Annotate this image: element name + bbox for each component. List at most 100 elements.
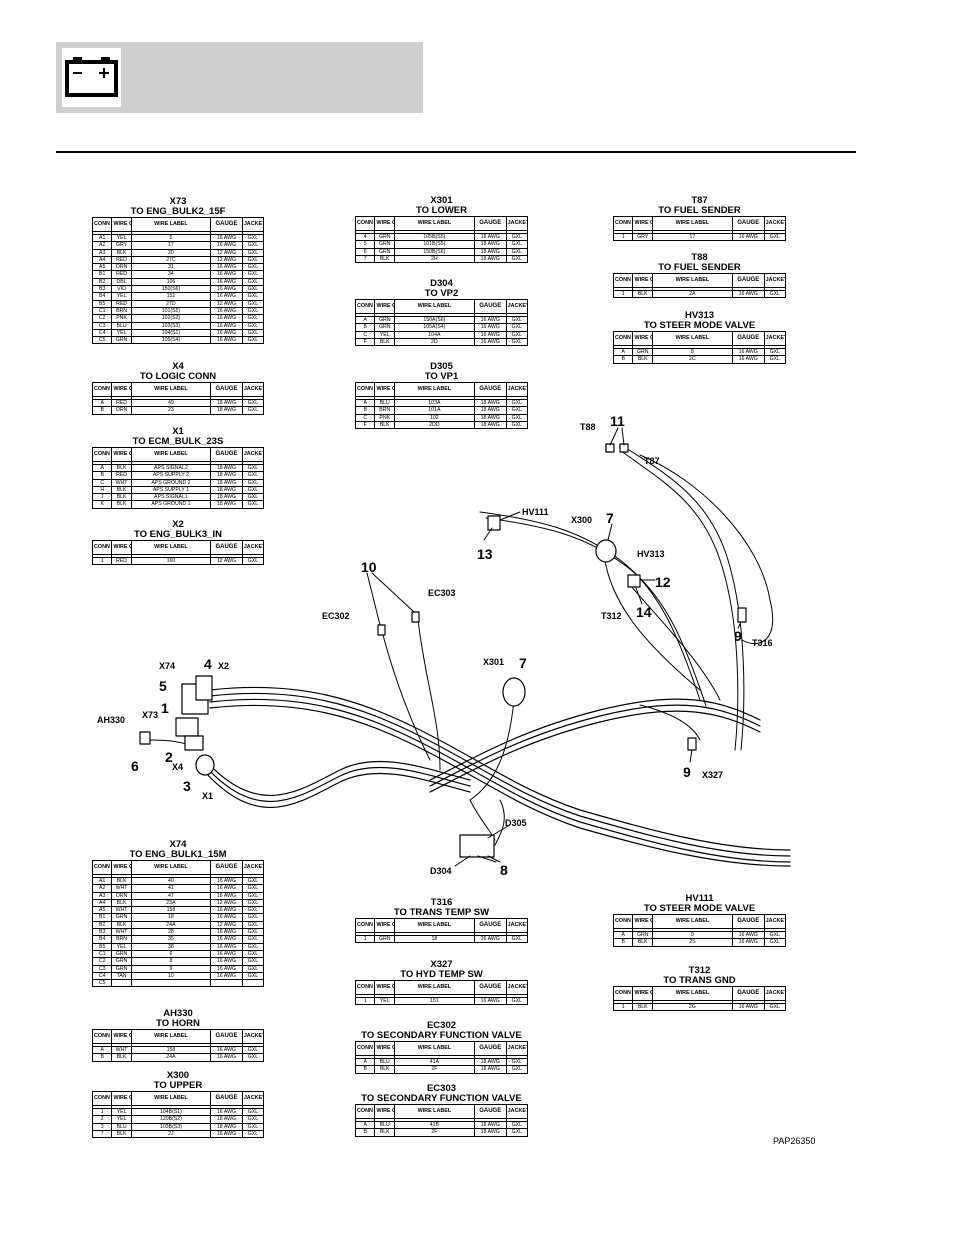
table-title-destination: TO SECONDARY FUNCTION VALVE [361,1030,522,1041]
table-cell: 151 [393,996,475,1006]
table-cell: BLK [632,938,653,947]
table-cell: 160 [130,556,212,566]
table-title-connector: D305 [430,361,453,372]
table-title-destination: TO TRANS GND [663,975,736,986]
table-cell: B [354,406,376,415]
table-cell: GXL [241,556,265,566]
table-cell: GXL [241,336,265,345]
table-cell: GXL [763,347,787,357]
table-title-destination: TO STEER MODE VALVE [643,903,756,914]
column-header: JACKET [763,986,787,1001]
table-title-destination: TO ENG_BULK1_15M [129,849,227,860]
table-cell: 2DD [393,420,475,430]
table-cell: BLU [374,398,395,408]
table-cell: BLK [111,1053,132,1062]
table-cell: GXL [241,876,265,886]
table-cell: GRN [111,964,132,973]
table-cell: RED [111,471,132,480]
table-cell: GXL [505,420,529,430]
table-cell: 31 [130,263,212,272]
table-cell: 7 [354,254,376,264]
table-cell: 2D [393,337,475,347]
table-cell: RED [111,270,132,279]
table-cell: 27C [130,255,212,265]
table-cell: A [354,315,376,325]
table-cell: 20 [130,248,212,257]
wire-table: CONN POSWIRE COLORWIRE LABELGAUGEJACKET1… [354,918,529,944]
table-cell: APS GROUND 2 [130,478,212,487]
table-cell: GXL [763,930,787,940]
table-cell: BLK [632,355,653,364]
table-cell: WHT [111,928,132,937]
table-cell: WHT [111,906,132,915]
table-cell: GXL [241,463,265,473]
table-cell: GRN [632,347,653,357]
table-cell: 23A [130,898,212,908]
table-cell: GXL [241,906,265,915]
table-cell: 8 [651,347,733,357]
table-cell: 105(S4) [130,336,212,345]
table-title-connector: EC302 [426,1020,457,1031]
table-cell: WHT [111,1045,132,1055]
table-cell: RED [111,299,132,308]
item-number-callout: 11 [610,413,625,429]
table-cell: 8 [130,957,212,966]
table-cell: APS GROUND 1 [130,500,212,509]
wire-table: CONN POSWIRE COLORWIRE LABELGAUGEJACKET1… [612,986,787,1012]
table-cell: C [354,330,376,339]
table-cell: GXL [505,413,529,422]
table-cell: GXL [241,942,265,951]
table-title-connector: X4 [172,361,184,372]
figure-code: PAP26350 [773,1136,816,1146]
table-cell: 158 [130,1045,212,1055]
table-title-connector: T316 [430,897,453,908]
table-cell: 101A [393,406,475,415]
table-cell: GRY [111,241,132,250]
column-header: WIRE COLOR [111,382,132,397]
table-cell: GXL [241,913,265,922]
connector-label: X327 [702,770,724,780]
table-cell: 150(S6) [130,285,212,294]
column-header: CONN POS [612,331,634,346]
main-harness-bundle [204,686,791,867]
table-cell: 2F [393,1065,475,1074]
table-cell: GXL [241,1053,265,1062]
table-cell: BLK [111,500,132,509]
table-cell: BLK [111,248,132,257]
table-cell: B [354,323,376,332]
table-title-connector: T87 [691,195,708,206]
table-cell: 150A(S6) [393,315,475,325]
table-cell: 103B(S3) [130,1122,212,1131]
connector-label: X301 [483,657,505,667]
table-cell: TAN [111,971,132,981]
table-cell: 2F [393,1128,475,1137]
connector-label: T87 [644,456,660,466]
table-cell: BLU [374,1120,395,1130]
table-cell: GXL [505,996,529,1006]
table-cell: 9 [651,930,733,940]
